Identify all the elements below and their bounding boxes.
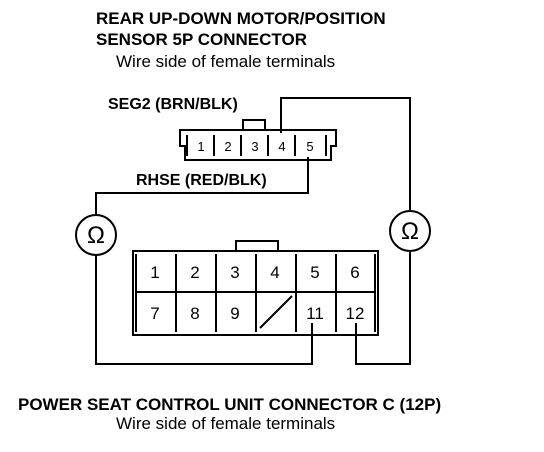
bottom-connector-lock-tab — [235, 240, 279, 252]
rhse-wire-label: RHSE (RED/BLK) — [136, 172, 267, 189]
bottom-pin-3: 3 — [230, 263, 239, 282]
bottom-pin-8: 8 — [190, 304, 199, 323]
left-ohm-symbol: Ω — [87, 222, 105, 249]
bottom-pin-4: 4 — [270, 263, 279, 282]
left-meter-wire — [95, 256, 313, 365]
bottom-12p-connector — [132, 240, 379, 336]
left-ohmmeter-icon — [75, 214, 117, 256]
bottom-pin-9: 9 — [230, 304, 239, 323]
seg2-wire — [280, 97, 411, 210]
top-connector-body — [179, 129, 337, 161]
bottom-pin-12: 12 — [346, 304, 365, 323]
bottom-connector-subtitle: Wire side of female terminals — [116, 414, 336, 433]
seg2-wire-label: SEG2 (BRN/BLK) — [108, 96, 238, 113]
right-meter-wire — [355, 252, 411, 365]
top-pin-3: 3 — [251, 139, 258, 154]
top-connector-lock-tab — [242, 119, 266, 131]
right-ohm-symbol: Ω — [401, 218, 419, 245]
blank-pin-slash — [259, 295, 293, 329]
bottom-pin-11: 11 — [306, 304, 324, 323]
top-5p-connector — [179, 119, 337, 161]
top-pin-5: 5 — [306, 139, 313, 154]
top-connector-title-line1: REAR UP-DOWN MOTOR/POSITION — [96, 9, 386, 28]
top-pin-4: 4 — [278, 139, 285, 154]
bottom-connector-body — [132, 250, 379, 336]
right-ohmmeter-icon — [389, 210, 431, 252]
bottom-pin-2: 2 — [190, 263, 199, 282]
bottom-pin-6: 6 — [350, 263, 359, 282]
bottom-pin-1: 1 — [150, 263, 159, 282]
top-connector-title-line2: SENSOR 5P CONNECTOR — [96, 30, 307, 49]
bottom-pin-5: 5 — [310, 263, 319, 282]
rhse-wire — [95, 157, 309, 214]
bottom-connector-title: POWER SEAT CONTROL UNIT CONNECTOR C (12P… — [18, 395, 442, 414]
top-pin-2: 2 — [224, 139, 231, 154]
bottom-pin-7: 7 — [150, 304, 159, 323]
top-connector-subtitle: Wire side of female terminals — [116, 52, 336, 71]
top-pin-1: 1 — [197, 139, 204, 154]
